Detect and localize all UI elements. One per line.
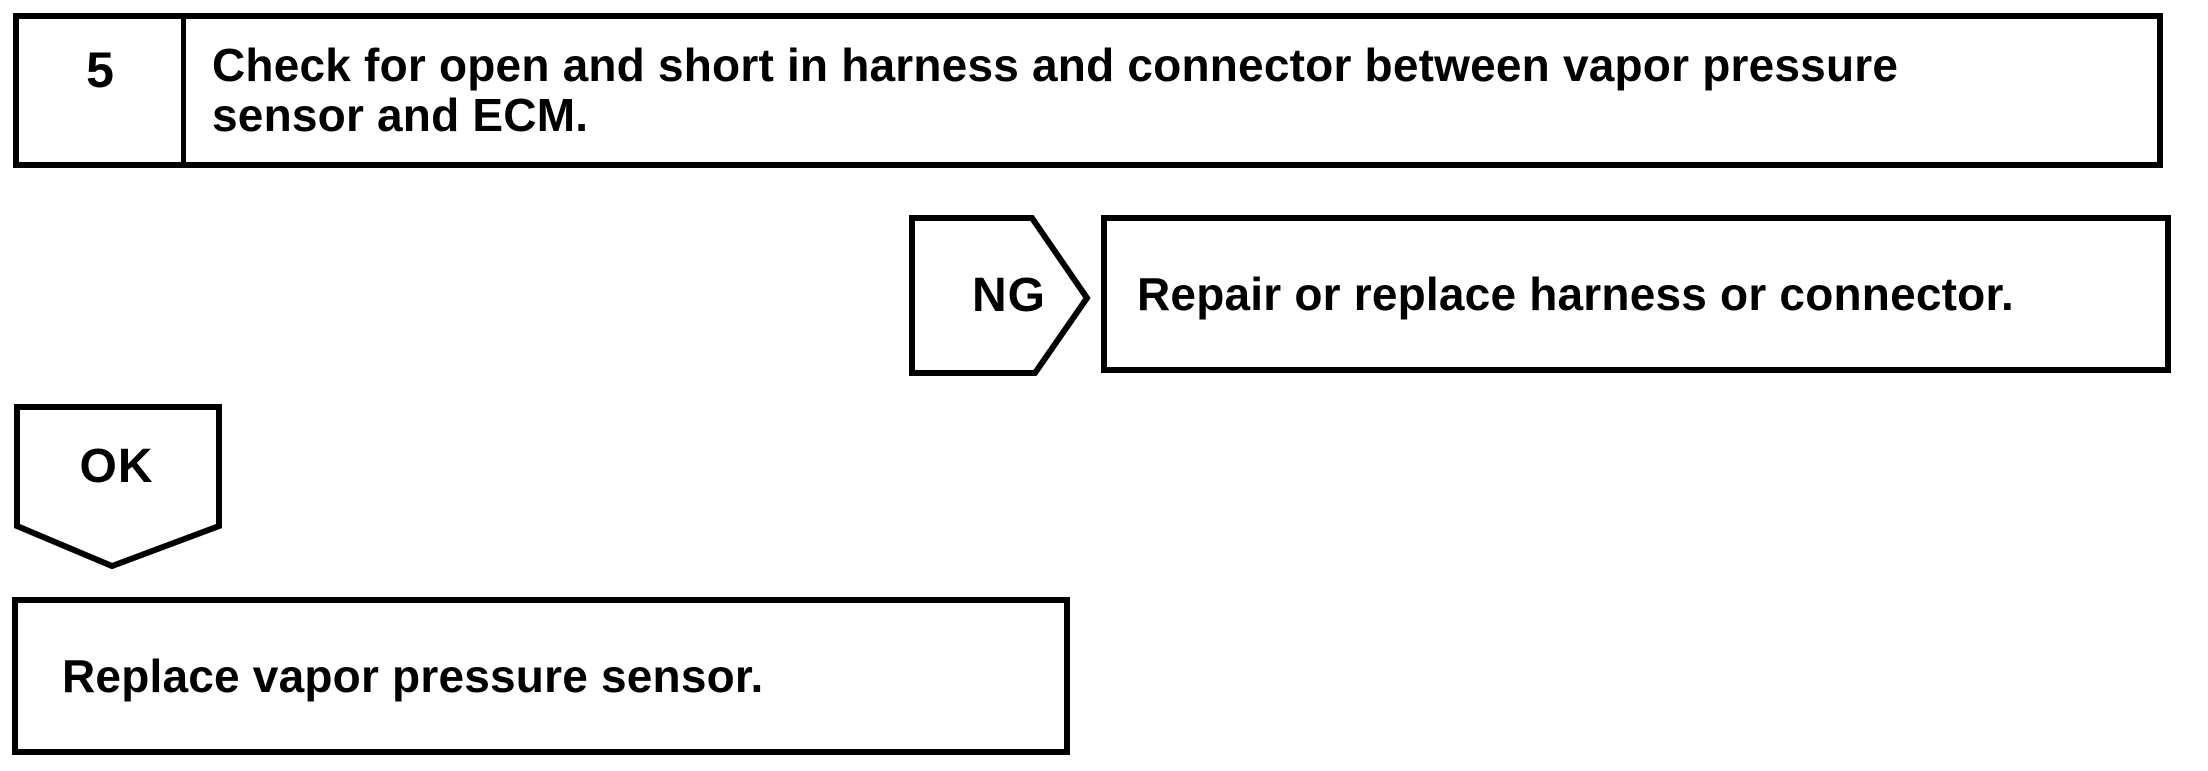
ng-action-box: Repair or replace harness or connector. — [1101, 215, 2171, 373]
ok-action-box: Replace vapor pressure sensor. — [12, 597, 1070, 755]
step-instruction-line-2: sensor and ECM. — [212, 89, 589, 141]
ng-action-text: Repair or replace harness or connector. — [1137, 268, 2015, 320]
step-header-box: 5 Check for open and short in harness an… — [13, 13, 2163, 168]
ok-action-text: Replace vapor pressure sensor. — [62, 650, 764, 702]
step-number-cell: 5 — [19, 19, 186, 162]
step-instruction: Check for open and short in harness and … — [186, 19, 2157, 162]
ng-label: NG — [972, 269, 1046, 322]
ng-pentagon-icon — [909, 215, 1091, 376]
step-number: 5 — [86, 42, 114, 98]
step-instruction-line-1: Check for open and short in harness and … — [212, 39, 1899, 91]
ok-pentagon-icon — [14, 404, 222, 570]
ok-label: OK — [79, 439, 154, 493]
